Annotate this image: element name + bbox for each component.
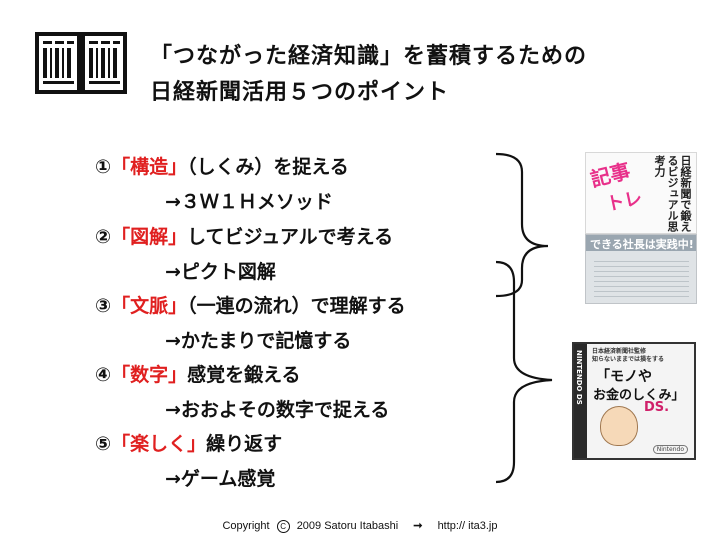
- point-3-sub: →かたまりで記憶する: [165, 330, 352, 352]
- point-4-number: ④: [95, 364, 112, 386]
- point-2-text: してビジュアルで考える: [187, 226, 394, 248]
- point-2-sub: →ピクト図解: [165, 261, 276, 283]
- point-5-sub: →ゲーム感覚: [165, 468, 276, 490]
- ds-publisher: 日本経済新聞社監修: [592, 348, 647, 355]
- point-3-number: ③: [95, 295, 112, 317]
- point-4-sub: →おおよその数字で捉える: [165, 399, 390, 421]
- point-4: ④「数字」感覚を鍛える: [95, 360, 301, 387]
- ds-header: 日本経済新聞社監修 知らないままでは損をする: [592, 348, 664, 364]
- ds-spine-text: NINTENDO DS: [575, 350, 583, 405]
- point-5: ⑤「楽しく」繰り返す: [95, 429, 282, 456]
- footer-url[interactable]: http:// ita3.jp: [437, 520, 498, 532]
- book-cover-pictograph: できる社長は実践中!: [585, 234, 697, 304]
- ds-title-2: お金のしくみ」: [593, 388, 685, 403]
- title-line-2: 日経新聞活用５つのポイント: [150, 80, 450, 105]
- ds-header-2: 知らないままでは損をする: [592, 356, 665, 363]
- character-illustration: [600, 406, 638, 446]
- point-4-highlight: 「数字」: [111, 364, 188, 386]
- ds-game-cover: NINTENDO DS 日本経済新聞社監修 知らないままでは損をする 「モノや …: [572, 342, 696, 460]
- title-line-1: 「つながった経済知識」を蓄積するための: [150, 44, 588, 69]
- footer: Copyright C 2009 Satoru Itabashi ➞ http:…: [0, 519, 720, 533]
- point-1-sub: →３Ｗ１Ｈメソッド: [165, 191, 333, 213]
- curly-brace-icon: [495, 260, 553, 484]
- point-3-highlight: 「文脈」: [111, 295, 188, 317]
- copyright-icon: C: [276, 519, 290, 533]
- ds-title-1: 「モノや: [596, 369, 652, 385]
- point-1-number: ①: [95, 156, 112, 178]
- point-3: ③「文脈」（一連の流れ）で理解する: [95, 291, 406, 318]
- point-1-highlight: 「構造」: [111, 156, 188, 178]
- book2-illustration: [594, 257, 689, 297]
- curly-brace-icon: [495, 152, 549, 298]
- arrow-icon: ➞: [413, 520, 423, 532]
- point-2: ②「図解」してビジュアルで考える: [95, 222, 393, 249]
- point-5-number: ⑤: [95, 433, 112, 455]
- point-3-text: （一連の流れ）で理解する: [187, 295, 406, 317]
- point-2-number: ②: [95, 226, 112, 248]
- book2-band: [586, 235, 696, 251]
- newspaper-icon: [35, 32, 127, 94]
- point-2-highlight: 「図解」: [111, 226, 188, 248]
- point-1: ①「構造」（しくみ）を捉える: [95, 152, 349, 179]
- nintendo-logo: Nintendo: [652, 445, 688, 454]
- book1-vertical-title: 日経新聞で鍛えるビジュアル思考力: [653, 155, 692, 232]
- point-5-text: 繰り返す: [206, 433, 283, 455]
- book2-band-text: できる社長は実践中!: [590, 238, 694, 251]
- copyright-owner: 2009 Satoru Itabashi: [296, 520, 399, 532]
- point-1-text: （しくみ）を捉える: [187, 156, 349, 178]
- ds-spine: [574, 344, 587, 458]
- copyright-label: Copyright: [222, 520, 270, 532]
- book-cover-kiji-tore: 記事 トレ 日経新聞で鍛えるビジュアル思考力: [585, 152, 697, 234]
- point-5-highlight: 「楽しく」: [111, 433, 207, 455]
- point-4-text: 感覚を鍛える: [187, 364, 301, 386]
- ds-logo: DS.: [644, 400, 670, 415]
